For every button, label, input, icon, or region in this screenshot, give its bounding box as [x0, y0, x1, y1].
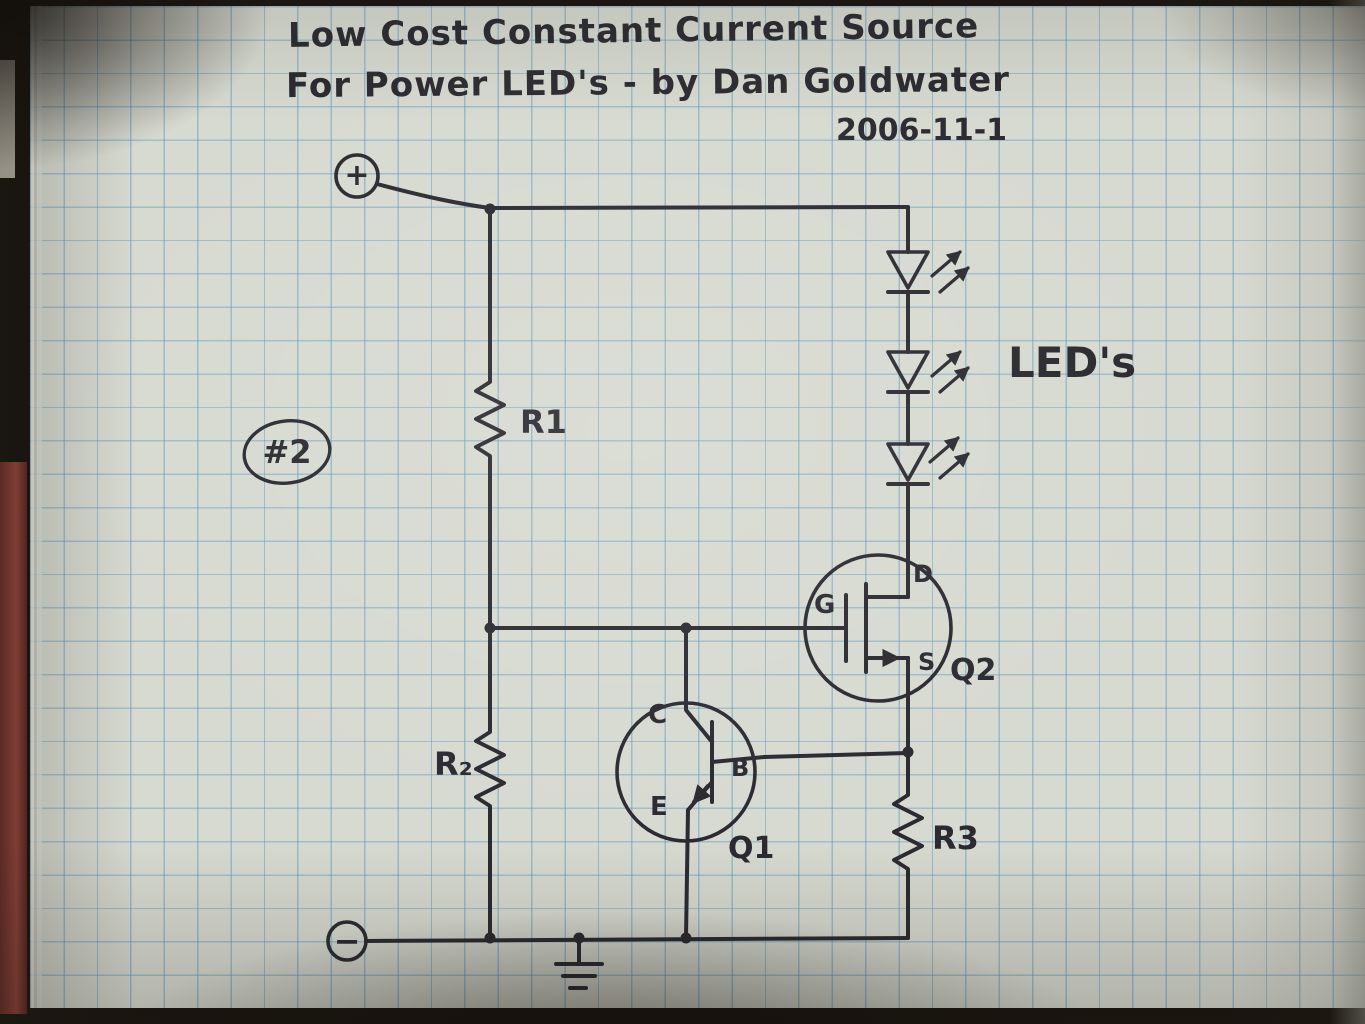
resistor-r1-label: R1 [520, 403, 567, 441]
leds-label: LED's [1008, 338, 1137, 387]
resistor-r3-label: R3 [932, 819, 979, 857]
q1-base-label: B [731, 754, 750, 782]
gate-wire [484, 622, 848, 634]
ground-symbol [554, 936, 604, 990]
top-rail-wire [484, 203, 910, 254]
title-line-1: Low Cost Constant Current Source [287, 6, 980, 56]
transistor-q1 [615, 626, 766, 940]
plus-terminal-label: + [344, 158, 370, 193]
title-line-2: For Power LED's - by Dan Goldwater [285, 59, 1011, 107]
minus-terminal-label: − [333, 922, 361, 960]
page-marker-label: #2 [262, 433, 312, 471]
resistor-r2-label: R₂ [434, 745, 473, 783]
led-string [886, 250, 970, 599]
resistor-r2 [474, 626, 506, 940]
q2-gate-label: G [814, 590, 836, 620]
title-date: 2006-11-1 [836, 113, 1008, 148]
bottom-rail-wire [364, 932, 910, 944]
q2-source-label: S [918, 648, 936, 676]
q1-emitter-label: E [650, 792, 668, 822]
q1-collector-label: C [648, 700, 668, 730]
resistor-r1 [474, 207, 506, 630]
q2-drain-label: D [913, 560, 933, 588]
resistor-r3 [892, 750, 924, 940]
source-node-wire [762, 746, 914, 759]
q1-label: Q1 [728, 831, 775, 866]
q2-label: Q2 [950, 653, 997, 688]
